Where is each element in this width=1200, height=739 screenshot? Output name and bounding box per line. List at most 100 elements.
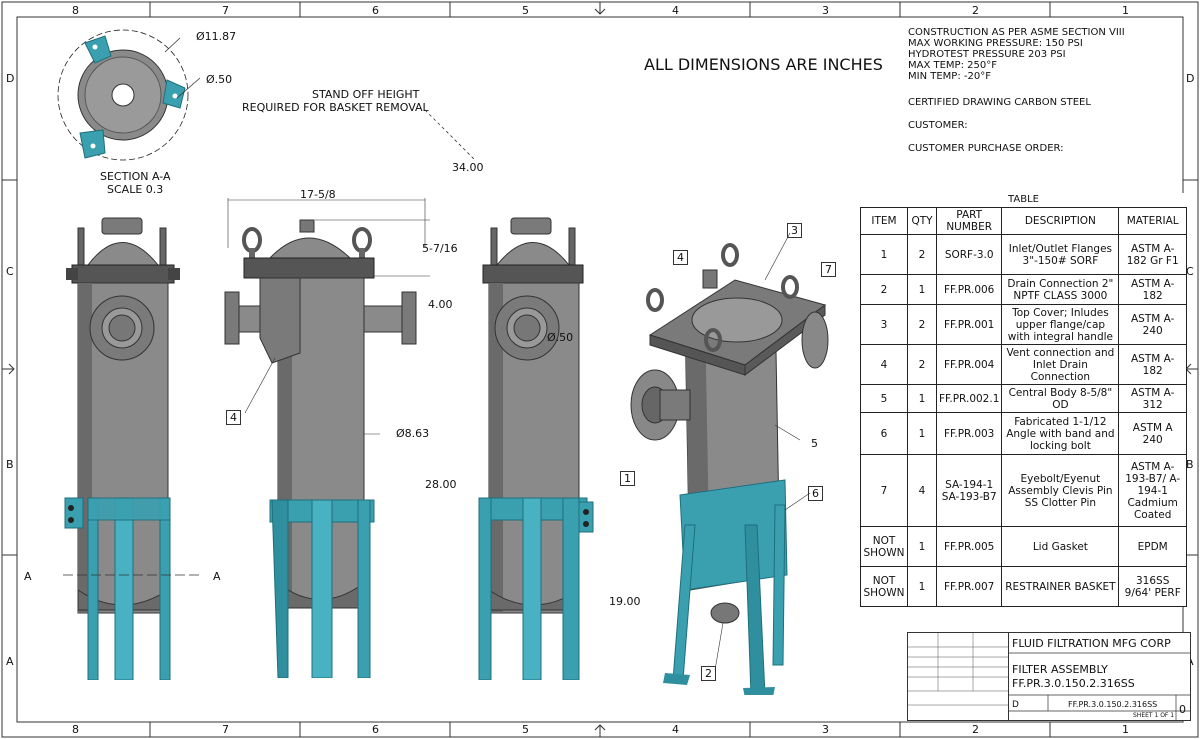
callout-4-side: 4 [226,410,241,425]
side-view [224,198,430,678]
callout-5: 5 [811,437,818,450]
dim-top: 5-7/16 [422,242,458,255]
bom-title: TABLE [1008,194,1039,205]
bom-cell-qty: 1 [907,526,937,567]
title-block: FLUID FILTRATION MFG CORP FILTER ASSEMBL… [907,632,1191,721]
bom-cell-part: FF.PR.006 [935,274,1003,305]
bom-cell-desc: Vent connection and Inlet Drain Connecti… [1001,344,1120,385]
bom-header-part: PART NUMBER [935,207,1003,235]
bom-cell-qty: 1 [907,274,937,305]
bom-cell-qty: 2 [907,344,937,385]
zone-col-8-bottom: 8 [72,723,79,736]
bom-cell-part: SORF-3.0 [935,234,1003,275]
bom-cell-item: 1 [860,234,908,275]
bom-cell-item: 5 [860,384,908,413]
table-row: 3 2 FF.PR.001 Top Cover; Inludes upper f… [860,304,1187,345]
drawing-number: FF.PR.3.0.150.2.316SS [1012,677,1135,690]
section-a-a-view [57,29,201,161]
table-row: 7 4 SA-194-1 SA-193-B7 Eyebolt/Eyenut As… [860,454,1187,527]
zone-col-6-bottom: 6 [372,723,379,736]
section-dim-hole: Ø.50 [206,73,233,86]
zone-col-2-bottom: 2 [972,723,979,736]
general-note: ALL DIMENSIONS ARE INCHES [644,55,883,74]
section-scale: SCALE 0.3 [107,183,164,196]
dim-height: 28.00 [425,478,457,491]
zone-row-a: A [6,655,14,668]
table-row: 4 2 FF.PR.004 Vent connection and Inlet … [860,344,1187,385]
bom-header-item: ITEM [860,207,908,235]
note-customer: CUSTOMER: [908,120,968,131]
bom-cell-part: FF.PR.003 [935,412,1003,455]
note-line-2: MAX WORKING PRESSURE: 150 PSI [908,38,1083,49]
dim-nozzle: 4.00 [428,298,453,311]
bom-cell-material: ASTM A 240 [1118,412,1187,455]
bom-cell-part: FF.PR.001 [935,304,1003,345]
bom-cell-qty: 4 [907,454,937,527]
section-dim-diameter: Ø11.87 [196,30,237,43]
note-certified: CERTIFIED DRAWING CARBON STEEL [908,97,1091,108]
zone-col-8: 8 [72,4,79,17]
zone-col-4: 4 [672,4,679,17]
dim-hole-rear: Ø.50 [547,331,574,344]
section-marker-left: A [24,570,32,583]
zone-col-4-bottom: 4 [672,723,679,736]
bom-cell-material: 316SS 9/64' PERF [1118,566,1187,607]
bom-cell-item: 7 [860,454,908,527]
standoff-line2: REQUIRED FOR BASKET REMOVAL [242,101,429,114]
front-view-left [60,217,200,680]
zone-col-2: 2 [972,4,979,17]
company-name: FLUID FILTRATION MFG CORP [1012,637,1171,650]
bom-cell-desc: Eyebolt/Eyenut Assembly Clevis Pin SS Cl… [1001,454,1120,527]
table-row: NOT SHOWN 1 FF.PR.007 RESTRAINER BASKET … [860,566,1187,607]
zone-col-7: 7 [222,4,229,17]
isometric-view [630,232,829,695]
bom-cell-item: 6 [860,412,908,455]
bom-cell-material: EPDM [1118,526,1187,567]
bom-cell-item: 2 [860,274,908,305]
standoff-value: 34.00 [452,161,484,174]
dim-leg: 19.00 [609,595,641,608]
callout-4: 4 [673,250,688,265]
callout-2: 2 [701,666,716,681]
zone-row-b-right: B [1186,458,1194,471]
note-line-1: CONSTRUCTION AS PER ASME SECTION VIII [908,27,1125,38]
bom-cell-qty: 1 [907,566,937,607]
bom-header-material: MATERIAL [1118,207,1187,235]
bom-cell-part: FF.PR.002.1 [935,384,1003,413]
rear-view [478,217,594,680]
bom-cell-desc: Lid Gasket [1001,526,1120,567]
zone-row-c: C [6,265,14,278]
zone-col-6: 6 [372,4,379,17]
zone-col-1-bottom: 1 [1122,723,1129,736]
bom-cell-material: ASTM A-182 [1118,344,1187,385]
zone-row-d-right: D [1186,72,1195,85]
bom-cell-qty: 1 [907,384,937,413]
sheet-size: D [1012,700,1019,710]
zone-row-b: B [6,458,14,471]
zone-col-3: 3 [822,4,829,17]
note-line-3: HYDROTEST PRESSURE 203 PSI [908,49,1066,60]
dim-width: 17-5/8 [300,188,336,201]
bom-cell-qty: 1 [907,412,937,455]
table-row: 6 1 FF.PR.003 Fabricated 1-1/12 Angle wi… [860,412,1187,455]
zone-col-1: 1 [1122,4,1129,17]
table-row: 1 2 SORF-3.0 Inlet/Outlet Flanges 3"-150… [860,234,1187,275]
callout-3: 3 [787,223,802,238]
bom-header-desc: DESCRIPTION [1001,207,1120,235]
bom-cell-item: NOT SHOWN [860,566,908,607]
note-purchase-order: CUSTOMER PURCHASE ORDER: [908,143,1064,154]
bom-cell-item: NOT SHOWN [860,526,908,567]
bom-cell-material: ASTM A-182 Gr F1 [1118,234,1187,275]
section-label: SECTION A-A [100,170,171,183]
bom-cell-desc: Fabricated 1-1/12 Angle with band and lo… [1001,412,1120,455]
sheet-number: SHEET 1 OF 1 [1133,712,1175,719]
zone-col-5: 5 [522,4,529,17]
bom-header-row: ITEM QTY PART NUMBER DESCRIPTION MATERIA… [860,207,1187,235]
standoff-line1: STAND OFF HEIGHT [312,88,420,101]
bom-cell-material: ASTM A-193-B7/ A-194-1 Cadmium Coated [1118,454,1187,527]
bom-cell-part: FF.PR.004 [935,344,1003,385]
zone-col-5-bottom: 5 [522,723,529,736]
title-block-signatures [908,633,1009,720]
bom-cell-desc: Top Cover; Inludes upper flange/cap with… [1001,304,1120,345]
bom-cell-material: ASTM A-240 [1118,304,1187,345]
